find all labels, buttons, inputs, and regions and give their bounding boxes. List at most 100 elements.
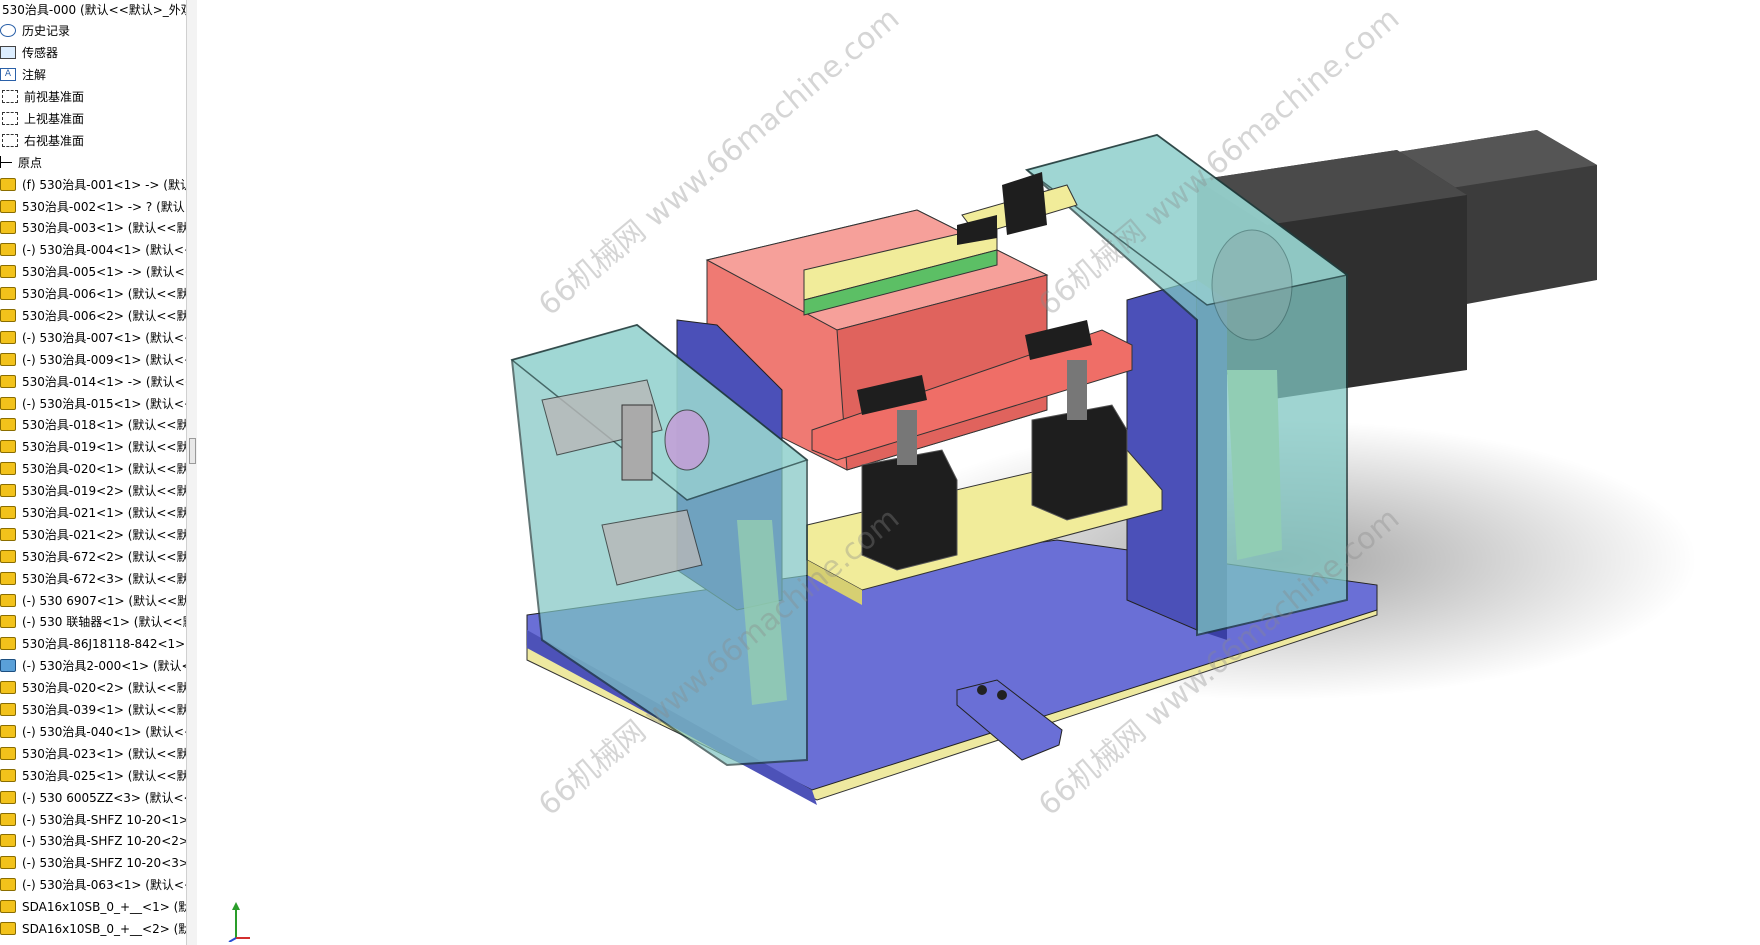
tree-item[interactable]: 530治具-020<1> (默认<<默认> (0, 458, 196, 480)
tree-item[interactable]: (-) 530治具-SHFZ 10-20<3> (默 (0, 852, 196, 874)
tree-item-label: (f) 530治具-001<1> -> (默认<< (22, 177, 196, 192)
tree-item[interactable]: 传感器 (0, 42, 196, 64)
tree-item[interactable]: (-) 530治具-004<1> (默认<<默认 (0, 239, 196, 261)
model-render[interactable] (197, 0, 1760, 945)
tree-item[interactable]: (f) 530治具-001<1> -> (默认<< (0, 173, 196, 195)
tree-item[interactable]: 530治具-019<1> (默认<<默认> (0, 436, 196, 458)
assembly-root-title[interactable]: 530治具-000 (默认<<默认>_外观 显 (2, 3, 192, 17)
tree-item[interactable]: 530治具-019<2> (默认<<默认> (0, 480, 196, 502)
part-icon (0, 724, 16, 738)
part-icon (0, 221, 16, 235)
air-cylinder-right[interactable] (1025, 320, 1128, 521)
tree-item[interactable]: (-) 530治具2-000<1> (默认<<默 (0, 655, 196, 677)
part-icon (0, 418, 16, 432)
tree-item-label: 前视基准面 (24, 90, 85, 105)
tree-item-label: 530治具-003<1> (默认<<默认> (22, 221, 196, 236)
tree-item[interactable]: 530治具-002<1> -> ? (默认<<默 (0, 195, 196, 217)
tree-item[interactable]: 530治具-003<1> (默认<<默认> (0, 217, 196, 239)
tree-item-label: (-) 530治具-040<1> (默认<<默 (22, 724, 196, 739)
part-icon (0, 900, 16, 914)
part-icon (0, 681, 16, 695)
tree-item-label: (-) 530治具2-000<1> (默认<<默 (22, 659, 196, 674)
tree-item-label: (-) 530治具-009<1> (默认<<默 (22, 352, 196, 367)
tree-item[interactable]: (-) 530 6005ZZ<3> (默认<<默认 (0, 786, 196, 808)
tree-item[interactable]: 530治具-039<1> (默认<<默认> (0, 699, 196, 721)
tree-item-label: 530治具-019<2> (默认<<默认> (22, 484, 196, 499)
part-icon (0, 878, 16, 892)
tree-item-label: 530治具-672<3> (默认<<默认> (22, 571, 196, 586)
tree-item[interactable]: 530治具-021<2> (默认<<默认> (0, 523, 196, 545)
tree-item[interactable]: (-) 530治具-SHFZ 10-20<2> (默 (0, 830, 196, 852)
tree-item[interactable]: 530治具-021<1> (默认<<默认> (0, 502, 196, 524)
air-cylinder-left[interactable] (857, 375, 958, 571)
tree-item[interactable]: 530治具-672<2> (默认<<默认> (0, 545, 196, 567)
part-icon (0, 330, 16, 344)
top-clamp-arm[interactable] (803, 172, 1078, 316)
part-icon (0, 812, 16, 826)
tree-item-label: 530治具-023<1> (默认<<默认> (22, 746, 196, 761)
left-glass-cover[interactable] (510, 323, 809, 767)
tree-item[interactable]: 原点 (0, 151, 196, 173)
tree-item-label: (-) 530 6907<1> (默认<<默认> (22, 593, 196, 608)
tree-item[interactable]: 530治具-672<3> (默认<<默认> (0, 567, 196, 589)
tree-item[interactable]: 530治具-006<2> (默认<<默认> (0, 305, 196, 327)
tree-item[interactable]: SDA16x10SB_0_+__<1> (默认< (0, 896, 196, 918)
tree-item[interactable]: (-) 530治具-SHFZ 10-20<1> (默 (0, 808, 196, 830)
graphics-viewport[interactable]: 66机械网 www.66machine.com 66机械网 www.66mach… (197, 0, 1760, 945)
tree-item[interactable]: 530治具-86J18118-842<1> (默 (0, 633, 196, 655)
tree-item-label: 530治具-006<2> (默认<<默认> (22, 309, 196, 324)
orientation-triad-icon (228, 902, 250, 942)
plane-icon (2, 112, 18, 125)
tree-item-label: (-) 530治具-004<1> (默认<<默认 (22, 243, 196, 258)
panel-splitter[interactable] (186, 0, 197, 945)
origin-icon (0, 156, 14, 169)
tree-item[interactable]: 530治具-005<1> -> (默认<<默 (0, 261, 196, 283)
tree-item-label: 530治具-020<2> (默认<<默认> (22, 681, 196, 696)
tree-item-label: 右视基准面 (24, 133, 85, 148)
tree-item[interactable]: 530治具-006<1> (默认<<默认> (0, 283, 196, 305)
tree-item[interactable]: (-) 530治具-015<1> (默认<<默认 (0, 392, 196, 414)
tree-item-label: 530治具-002<1> -> ? (默认<<默 (22, 199, 196, 214)
tree-item[interactable]: (-) 530治具-040<1> (默认<<默 (0, 721, 196, 743)
tree-item-label: 530治具-020<1> (默认<<默认> (22, 462, 196, 477)
tree-item[interactable]: (-) 530治具-009<1> (默认<<默 (0, 348, 196, 370)
tree-item[interactable]: (-) 530 联轴器<1> (默认<<默认 (0, 611, 196, 633)
tree-item[interactable]: 530治具-025<1> (默认<<默认> (0, 764, 196, 786)
tree-item-label: (-) 530 联轴器<1> (默认<<默认 (22, 615, 196, 630)
part-icon (0, 856, 16, 870)
tree-item-label: (-) 530 6005ZZ<3> (默认<<默认 (22, 790, 196, 805)
plane-icon (2, 133, 18, 147)
part-icon (0, 440, 16, 454)
part-icon (0, 593, 16, 607)
part-icon (0, 746, 16, 760)
part-icon (0, 549, 16, 563)
tree-item[interactable]: 历史记录 (0, 20, 196, 42)
splitter-grip[interactable] (189, 438, 196, 464)
tree-item[interactable]: 前视基准面 (0, 86, 196, 108)
part-icon (0, 615, 16, 629)
tree-item[interactable]: 530治具-023<1> (默认<<默认> (0, 742, 196, 764)
tree-item[interactable]: 右视基准面 (0, 129, 196, 151)
tree-item-label: (-) 530治具-SHFZ 10-20<1> (默 (22, 812, 196, 827)
tree-item[interactable]: SDA16x10SB_0_+__<2> (默认< (0, 918, 196, 940)
tree-item-label: 530治具-86J18118-842<1> (默 (22, 637, 196, 652)
tree-item-label: 历史记录 (22, 24, 71, 39)
right-glass-cover[interactable] (1024, 133, 1349, 637)
tree-item[interactable]: (-) 530治具-063<1> (默认<<默 (0, 874, 196, 896)
part-icon (0, 484, 16, 498)
assembly-icon (0, 659, 16, 673)
tree-item[interactable]: (-) 530治具-007<1> (默认<<默认 (0, 326, 196, 348)
part-icon (0, 571, 16, 585)
tree-item[interactable]: 530治具-020<2> (默认<<默认> (0, 677, 196, 699)
tree-item-label: 传感器 (22, 46, 59, 61)
part-icon (0, 265, 16, 279)
tree-item[interactable]: 530治具-014<1> -> (默认<<默 (0, 370, 196, 392)
tree-item-label: SDA16x10SB_0_+__<1> (默认< (22, 900, 196, 915)
tree-item[interactable]: 上视基准面 (0, 108, 196, 130)
tree-item[interactable]: (-) 530 6907<1> (默认<<默认> (0, 589, 196, 611)
sensor-icon (0, 46, 16, 60)
tree-item-label: 530治具-006<1> (默认<<默认> (22, 287, 196, 302)
tree-item[interactable]: 530治具-018<1> (默认<<默认> (0, 414, 196, 436)
